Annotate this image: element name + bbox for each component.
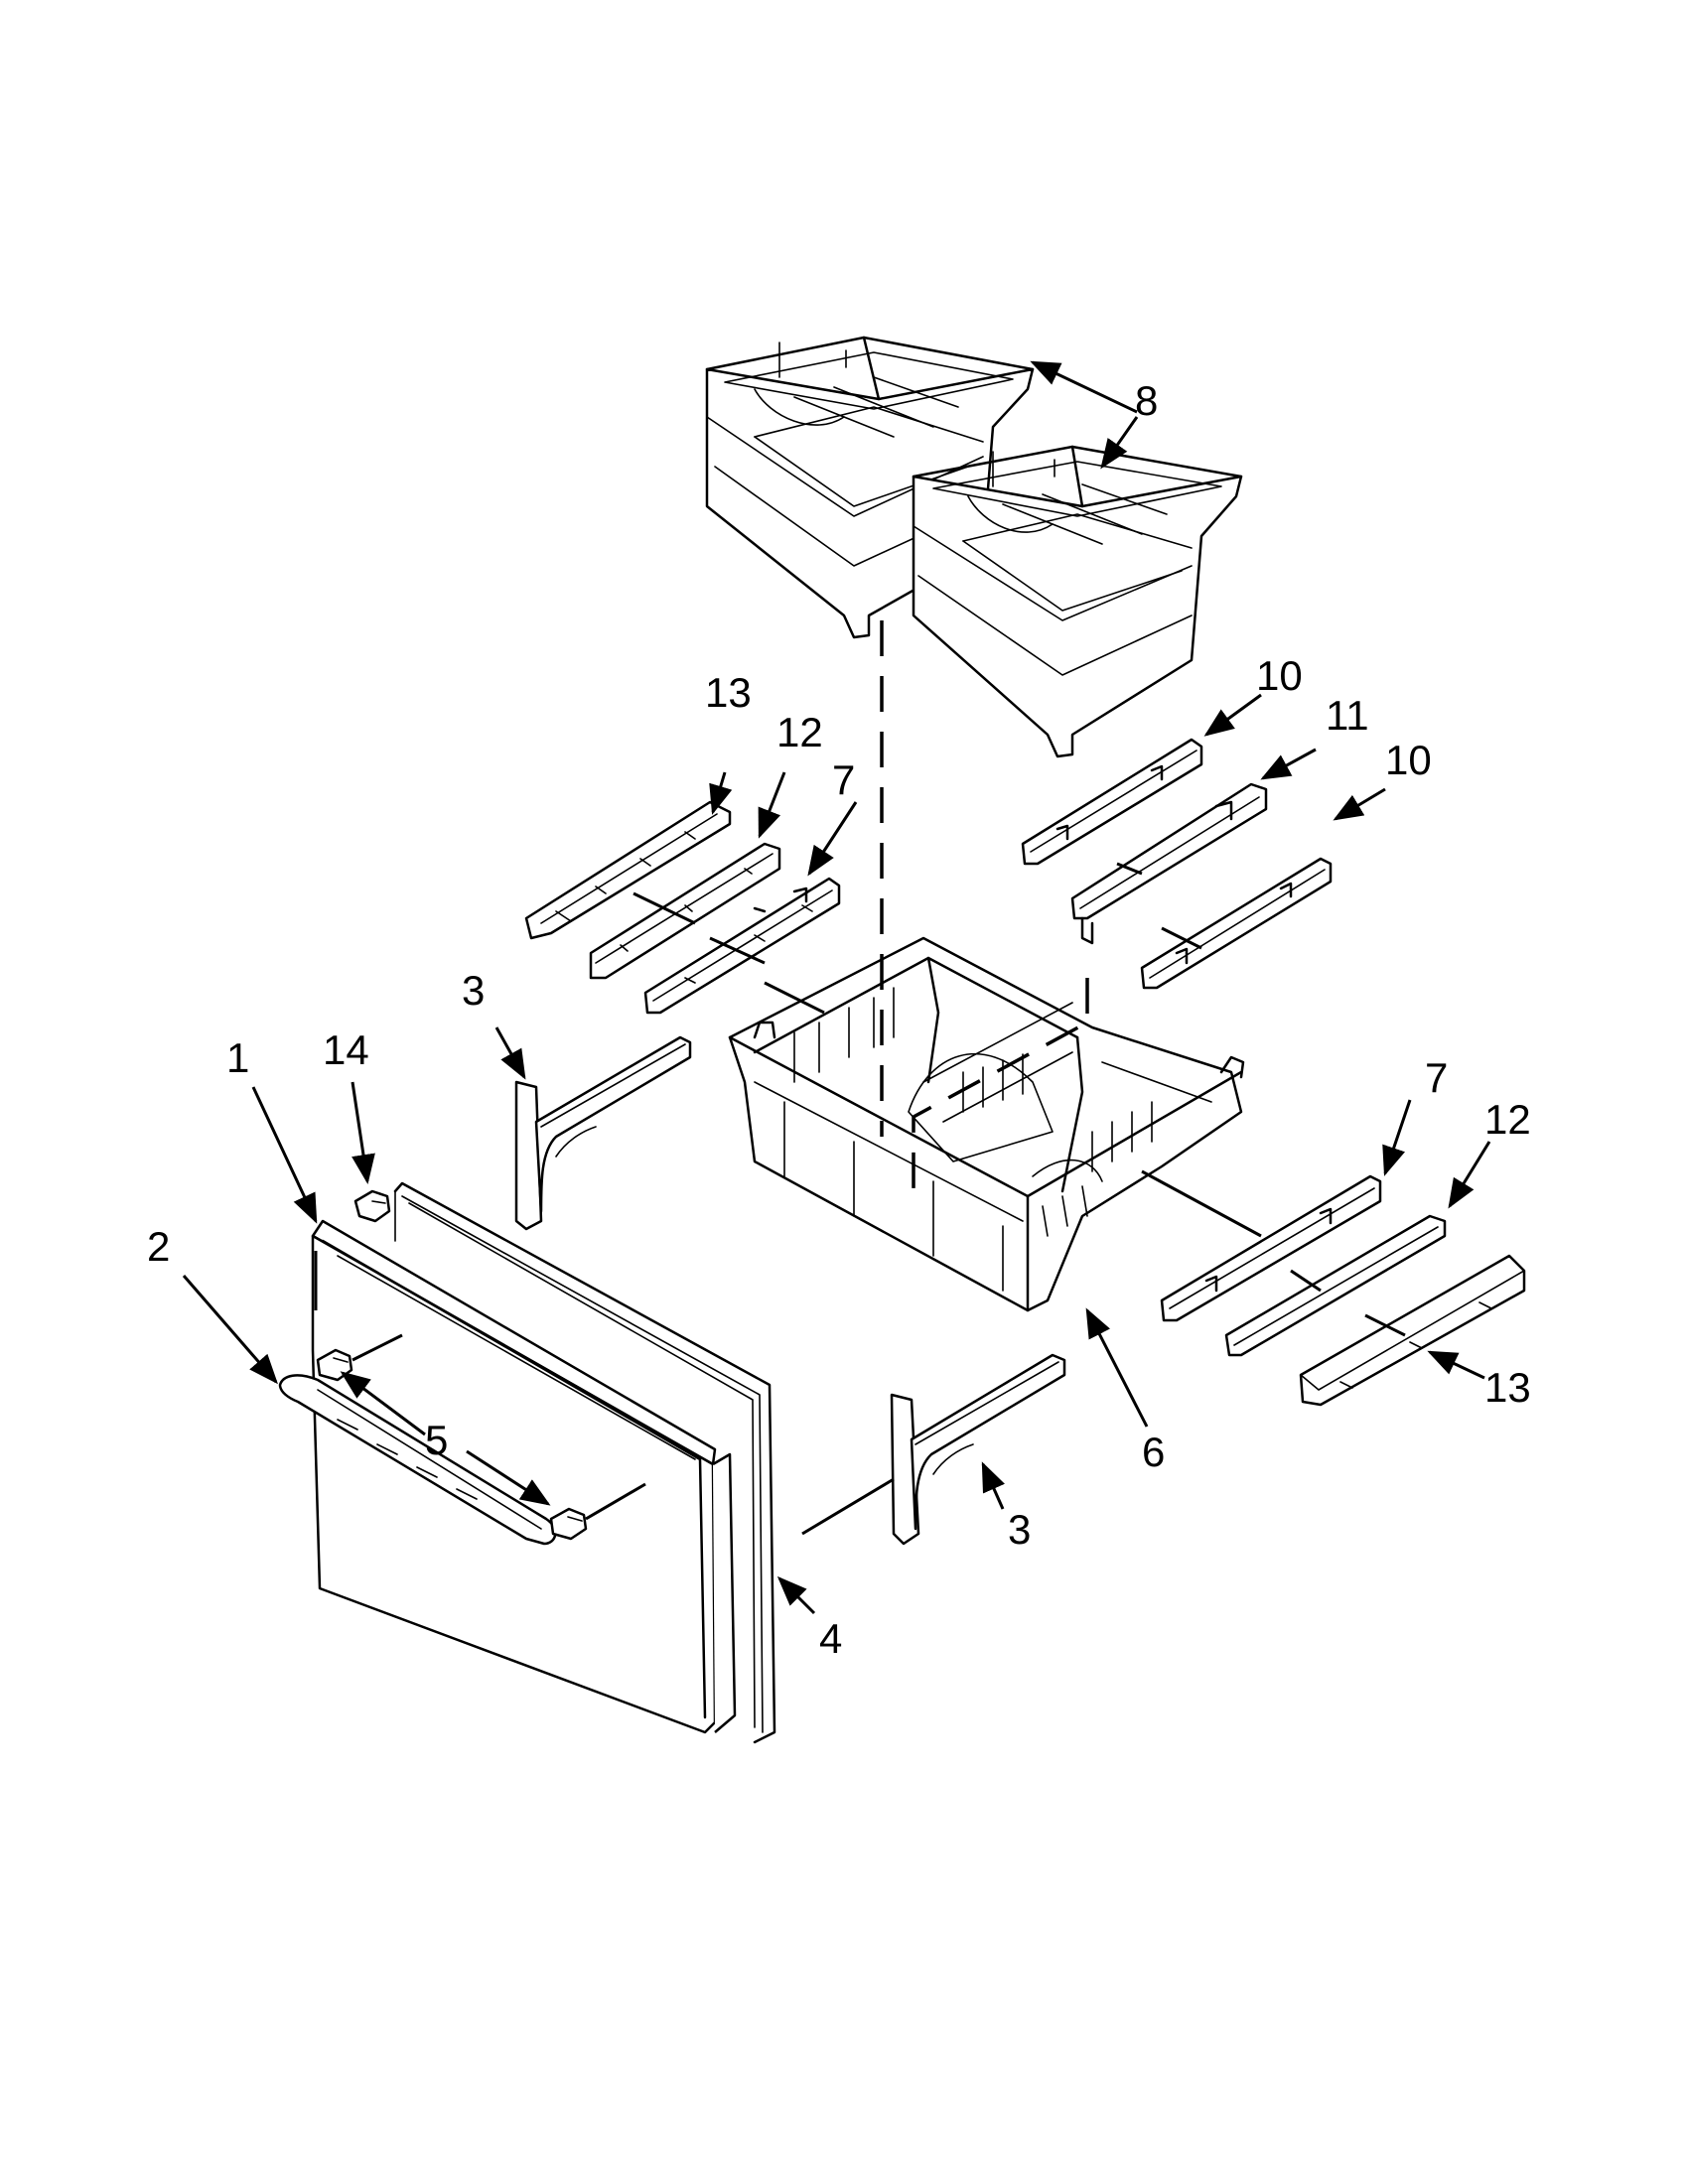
callout-arrows bbox=[182, 360, 1491, 1615]
door-handle-2 bbox=[278, 1374, 557, 1546]
freezer-basket-6 bbox=[728, 936, 1245, 1312]
screw-14 bbox=[353, 1189, 391, 1223]
callout-10-upper: 10 bbox=[1256, 652, 1303, 699]
bracket-3-upper bbox=[514, 1035, 692, 1231]
slide-7-upper bbox=[643, 877, 841, 1015]
callout-8: 8 bbox=[1135, 377, 1158, 424]
upper-basket-left bbox=[705, 336, 1035, 639]
callout-11: 11 bbox=[1326, 692, 1369, 739]
callout-7-lower: 7 bbox=[1425, 1054, 1448, 1101]
callout-13-lower: 13 bbox=[1484, 1364, 1531, 1411]
slide-10-upper bbox=[1021, 738, 1203, 866]
callout-3-lower: 3 bbox=[1008, 1506, 1031, 1553]
upper-basket-right bbox=[912, 445, 1243, 758]
callout-14: 14 bbox=[323, 1026, 369, 1073]
callout-6: 6 bbox=[1142, 1429, 1165, 1475]
callout-5: 5 bbox=[425, 1417, 448, 1463]
rail-11 bbox=[1070, 782, 1268, 945]
callout-4: 4 bbox=[819, 1615, 842, 1662]
callout-3-upper: 3 bbox=[462, 967, 485, 1014]
slide-10-lower bbox=[1140, 857, 1333, 990]
callout-2: 2 bbox=[147, 1223, 170, 1270]
bracket-3-lower bbox=[890, 1353, 1066, 1546]
callout-1: 1 bbox=[226, 1034, 249, 1081]
freezer-door-1 bbox=[311, 1219, 737, 1734]
rail-12-lower bbox=[1224, 1214, 1447, 1357]
callout-13-upper: 13 bbox=[705, 669, 752, 716]
callout-labels: 8 13 12 7 10 11 10 3 14 1 2 5 6 7 12 13 … bbox=[147, 377, 1531, 1662]
guide-lines bbox=[314, 620, 1406, 1536]
rail-12-upper bbox=[589, 842, 781, 980]
callout-10-lower: 10 bbox=[1385, 737, 1432, 783]
callout-12-lower: 12 bbox=[1484, 1096, 1531, 1143]
door-gasket-4 bbox=[393, 1181, 776, 1744]
slide-7-lower bbox=[1160, 1174, 1382, 1322]
callout-12-upper: 12 bbox=[776, 709, 823, 755]
cover-13-lower bbox=[1299, 1254, 1526, 1407]
callout-7-upper: 7 bbox=[832, 756, 855, 803]
screw-5-lower bbox=[549, 1507, 588, 1541]
